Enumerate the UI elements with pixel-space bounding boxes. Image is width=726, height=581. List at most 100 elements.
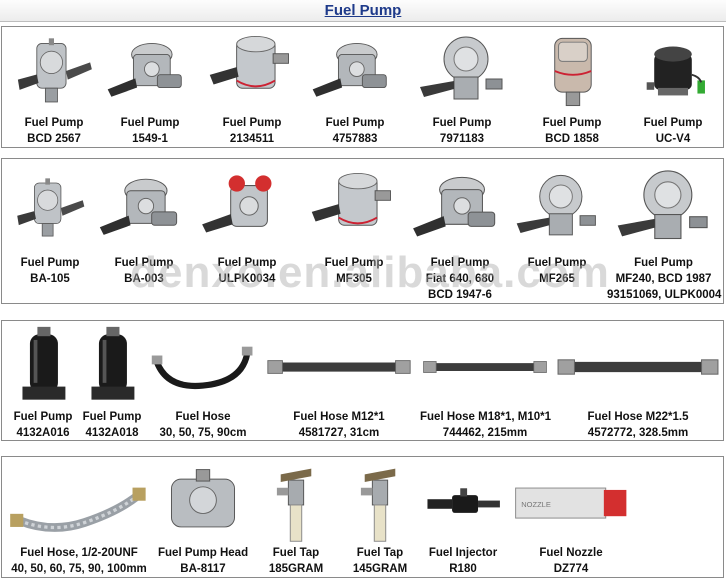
- product-code: BCD 1858: [545, 133, 599, 145]
- product-name: Fuel Pump: [222, 117, 282, 129]
- product-code: 2134511: [229, 133, 275, 145]
- product-card[interactable]: Fuel Hose M18*1, M10*1 744462, 215mm: [420, 321, 552, 442]
- pump-d-icon[interactable]: [609, 163, 718, 253]
- product-code: 4757883: [332, 133, 378, 145]
- pump-red-icon[interactable]: [196, 163, 298, 253]
- nozzle-icon[interactable]: NOZZLE: [510, 461, 632, 547]
- product-code: 93151069, ULPK0004: [607, 289, 722, 301]
- pump-c-icon[interactable]: [204, 31, 300, 111]
- product-name: Fuel Pump: [20, 257, 80, 269]
- page-header: Fuel Pump: [0, 0, 726, 22]
- product-name: Fuel Pump: [114, 257, 174, 269]
- injector-icon[interactable]: [422, 461, 504, 547]
- product-code: MF240, BCD 1987: [615, 273, 712, 285]
- product-card[interactable]: Fuel Tap 145GRAM: [342, 457, 418, 579]
- pump-head-icon[interactable]: [160, 461, 246, 547]
- lift-pump-icon[interactable]: [14, 325, 72, 409]
- product-name: Fuel Hose M18*1, M10*1: [420, 411, 552, 423]
- product-code: 185GRAM: [268, 563, 324, 575]
- fuel-tap-icon[interactable]: [260, 461, 332, 547]
- product-code: BA-003: [124, 273, 164, 285]
- product-name: Fuel Pump: [325, 117, 385, 129]
- product-name: Fuel Pump: [432, 117, 492, 129]
- pump-b-icon[interactable]: [409, 163, 511, 253]
- page-title[interactable]: Fuel Pump: [324, 2, 402, 19]
- product-card[interactable]: Fuel Hose 30, 50, 75, 90cm: [148, 321, 258, 442]
- product-code: 4581727, 31cm: [298, 427, 380, 439]
- pump-d-icon[interactable]: [412, 31, 512, 111]
- product-name: Fuel Pump: [13, 411, 73, 423]
- product-card[interactable]: Fuel Hose M12*1 4581727, 31cm: [264, 321, 414, 442]
- pump-b-icon[interactable]: [309, 31, 401, 111]
- product-code: DZ774: [553, 563, 589, 575]
- product-code: 4132A018: [85, 427, 139, 439]
- pump-a-icon[interactable]: [11, 163, 89, 253]
- product-code: UC-V4: [655, 133, 691, 145]
- product-name: Fuel Pump: [527, 257, 587, 269]
- hose-straight-icon[interactable]: [422, 325, 548, 409]
- product-card[interactable]: Fuel Pump 1549-1: [102, 27, 198, 149]
- product-code: 7971183: [439, 133, 485, 145]
- product-name: Fuel Tap: [356, 547, 404, 559]
- hose-braided-icon[interactable]: [8, 461, 150, 547]
- product-code: BCD 2567: [27, 133, 81, 145]
- product-code: 4572772, 328.5mm: [587, 427, 689, 439]
- product-name: Fuel Hose M12*1: [293, 411, 385, 423]
- pump-b-icon[interactable]: [104, 31, 196, 111]
- pump-d-icon[interactable]: [509, 163, 605, 253]
- product-code: 30, 50, 75, 90cm: [159, 427, 247, 439]
- hose-coil-icon[interactable]: [150, 325, 256, 409]
- electric-pump-icon[interactable]: [626, 31, 720, 111]
- lift-pump-icon[interactable]: [82, 325, 142, 409]
- pump-e-icon[interactable]: [524, 31, 620, 111]
- product-card[interactable]: Fuel Pump 4757883: [307, 27, 403, 149]
- pump-b-icon[interactable]: [96, 163, 192, 253]
- product-card[interactable]: Fuel Pump 7971183: [410, 27, 514, 149]
- product-name: Fuel Injector: [428, 547, 498, 559]
- svg-text:NOZZLE: NOZZLE: [521, 500, 551, 509]
- product-name: Fuel Nozzle: [539, 547, 603, 559]
- product-card[interactable]: Fuel Pump 2134511: [202, 27, 302, 149]
- product-code: BCD 1947-6: [428, 289, 492, 301]
- product-name: Fuel Pump: [217, 257, 277, 269]
- product-code: 40, 50, 60, 75, 90, 100mm: [11, 563, 147, 575]
- product-name: Fuel Pump: [643, 117, 703, 129]
- product-name: Fuel Pump: [120, 117, 180, 129]
- product-name: Fuel Pump Head: [158, 547, 249, 559]
- product-code: 145GRAM: [352, 563, 408, 575]
- pump-c-icon[interactable]: [306, 163, 402, 253]
- product-name: Fuel Pump: [542, 117, 602, 129]
- hose-straight-icon[interactable]: [556, 325, 720, 409]
- product-code: 744462, 215mm: [442, 427, 528, 439]
- product-name: Fuel Hose: [175, 411, 231, 423]
- product-code: BA-8117: [180, 563, 226, 575]
- product-name: Fuel Pump: [634, 257, 693, 269]
- product-code: ULPK0034: [218, 273, 276, 285]
- pump-a-icon[interactable]: [11, 31, 97, 111]
- hose-straight-icon[interactable]: [266, 325, 412, 409]
- fuel-tap-icon[interactable]: [344, 461, 416, 547]
- product-code: 1549-1: [132, 133, 168, 145]
